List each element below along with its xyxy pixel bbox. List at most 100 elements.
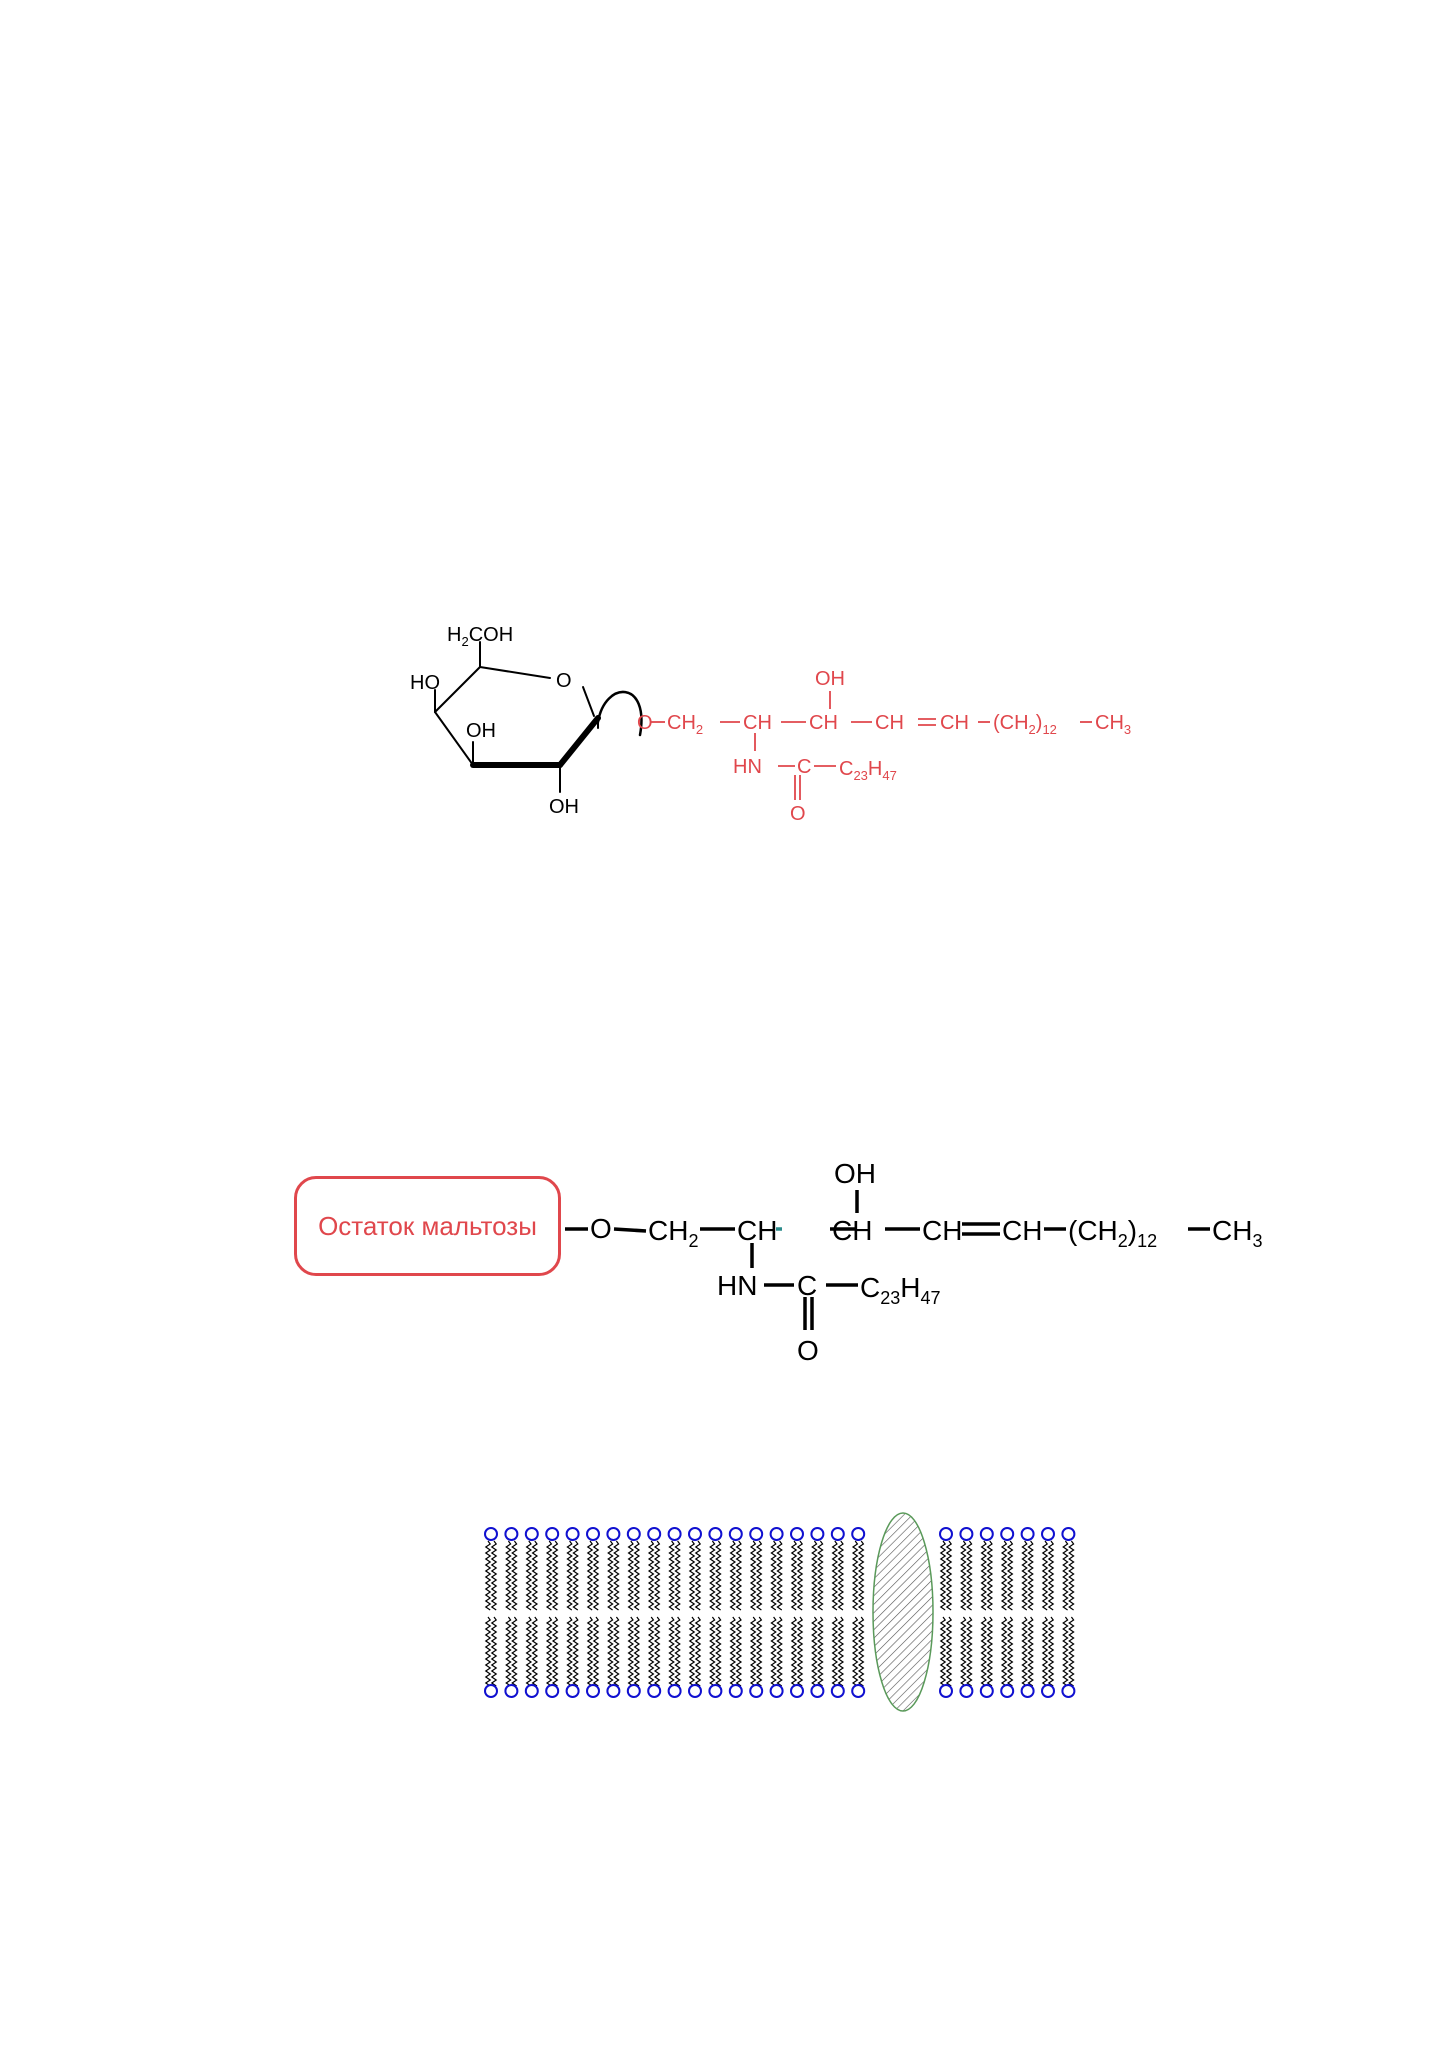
lipid-tail <box>796 1540 804 1611</box>
lipid <box>1020 1527 1035 1698</box>
lipid <box>667 1527 682 1698</box>
lipid-tail <box>1041 1540 1049 1611</box>
fig2-c-carbonyl-label: C <box>797 1270 817 1301</box>
lipid-tail <box>525 1616 533 1687</box>
lipid-head <box>484 1684 498 1698</box>
lipid-tail <box>484 1616 492 1687</box>
lipid-tail <box>484 1540 492 1611</box>
lipid-head <box>1041 1527 1055 1541</box>
lipid-tail <box>1006 1540 1014 1611</box>
lipid-head <box>626 1684 641 1698</box>
lipid-tail <box>592 1540 600 1611</box>
ring-oxygen-label: O <box>556 670 572 692</box>
lipid <box>959 1527 974 1698</box>
lipid <box>769 1527 784 1698</box>
lipid-head <box>769 1527 784 1541</box>
lipid-tail <box>511 1616 518 1687</box>
lipid-tail <box>586 1540 594 1611</box>
lipid-tail <box>790 1616 798 1687</box>
lipid-molecules <box>484 1527 1076 1698</box>
lipid-tail <box>986 1540 994 1611</box>
ho-left-label: HO <box>410 672 440 694</box>
lipid-tail <box>633 1616 641 1687</box>
lipid-tail <box>980 1540 988 1611</box>
lipid <box>1041 1527 1055 1698</box>
lipid-tail <box>817 1616 824 1687</box>
lipid-head <box>939 1684 953 1698</box>
lipid-tail <box>715 1540 722 1611</box>
lipid-tail <box>653 1540 661 1611</box>
lipid-tail <box>811 1616 818 1687</box>
lipid <box>545 1527 560 1698</box>
lipid-head <box>830 1527 845 1541</box>
ch2n-label: (CH2)12 <box>993 712 1057 737</box>
lipid-tail <box>817 1540 824 1611</box>
lipid-head <box>830 1684 845 1698</box>
lipid-head <box>1000 1684 1015 1698</box>
lipid-tail <box>627 1616 635 1687</box>
lipid-tail <box>531 1540 539 1611</box>
fig2-o-carbonyl-label: O <box>797 1335 819 1366</box>
lipid-tail <box>945 1616 953 1687</box>
fig2-o-link-label: O <box>590 1213 612 1244</box>
lipid-tail <box>986 1616 994 1687</box>
lipid-head <box>1061 1684 1076 1698</box>
lipid <box>606 1527 621 1698</box>
lipid-tail <box>592 1616 600 1687</box>
lipid-tail <box>566 1540 573 1611</box>
lipid-tail <box>770 1540 777 1611</box>
lipid-tail <box>688 1616 696 1687</box>
lipid-tail <box>1027 1616 1034 1687</box>
lipid <box>749 1527 764 1698</box>
lipid-tail <box>749 1540 757 1611</box>
lipid-head <box>667 1684 682 1698</box>
lipid-tail <box>729 1616 737 1687</box>
lipid <box>688 1527 702 1698</box>
integral-protein <box>872 1512 934 1712</box>
lipid-tail <box>505 1540 512 1611</box>
lipid-tail <box>735 1616 743 1687</box>
lipid-tail <box>1041 1616 1049 1687</box>
lipid-tail <box>668 1616 675 1687</box>
fig2-ch2n-label: (CH2)12 <box>1068 1215 1157 1251</box>
lipid-tail <box>688 1540 696 1611</box>
lipid-tail <box>1021 1540 1028 1611</box>
lipid <box>1000 1527 1015 1698</box>
lipid-head <box>959 1684 974 1698</box>
lipid-head <box>524 1527 539 1541</box>
lipid-tail <box>939 1540 947 1611</box>
lipid <box>728 1527 743 1698</box>
lipid-tail <box>709 1540 716 1611</box>
lipid-tail <box>790 1540 798 1611</box>
ch-2-label: CH <box>809 712 838 734</box>
ch3-label: CH3 <box>1095 712 1131 737</box>
lipid-head <box>586 1684 600 1698</box>
lipid-head <box>979 1684 994 1698</box>
lipid-head <box>647 1684 662 1698</box>
lipid-head <box>504 1684 519 1698</box>
o-link-label: O <box>637 712 653 734</box>
lipid-tail <box>694 1616 702 1687</box>
lipid-head <box>545 1684 560 1698</box>
lipid-tail <box>776 1540 783 1611</box>
lipid-tail <box>770 1616 777 1687</box>
lipid-head <box>959 1527 974 1541</box>
lipid-tail <box>586 1616 594 1687</box>
fig2-hn-label: HN <box>717 1270 757 1301</box>
lipid-tail <box>653 1616 661 1687</box>
lipid-tail <box>572 1616 579 1687</box>
lipid <box>939 1527 953 1698</box>
lipid-head <box>586 1527 600 1541</box>
lipid-tail <box>694 1540 702 1611</box>
lipid-head <box>810 1684 825 1698</box>
lipid-tail <box>709 1616 716 1687</box>
lipid-tail <box>980 1616 988 1687</box>
fig2-acyl-label: C23H47 <box>860 1272 941 1308</box>
lipid <box>586 1527 600 1698</box>
lipid-tail <box>1062 1616 1069 1687</box>
lipid <box>626 1527 641 1698</box>
lipid-head <box>565 1684 580 1698</box>
lipid <box>1061 1527 1076 1698</box>
lipid-tail <box>837 1616 845 1687</box>
